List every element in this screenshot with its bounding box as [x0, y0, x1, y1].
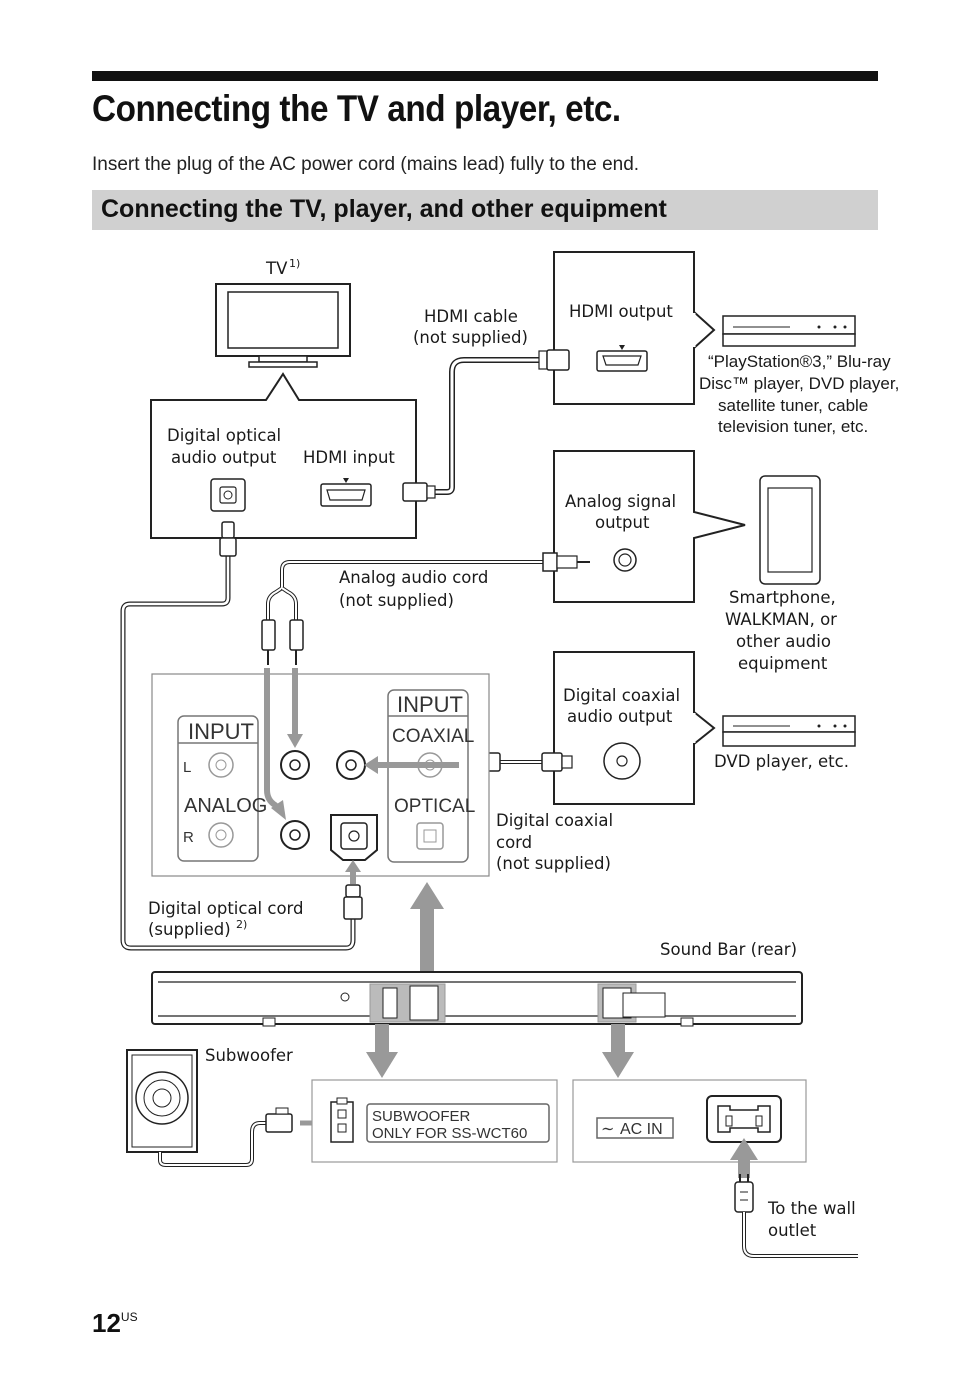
hdmi-plug-player	[538, 349, 570, 371]
subwoofer-port-label-2: ONLY FOR SS-WCT60	[372, 1125, 527, 1142]
page-number-value: 12	[92, 1308, 121, 1338]
panel-input2-label: INPUT	[397, 692, 463, 717]
panel-analog-label: ANALOG	[184, 795, 267, 817]
section-heading: Connecting the TV, player, and other equ…	[101, 195, 667, 223]
player-label-3: satellite tuner, cable	[718, 396, 868, 415]
page-number: 12US	[92, 1308, 138, 1339]
tv-label: TV	[265, 259, 288, 278]
mini-plug-icon	[542, 552, 590, 572]
panel-analog-jacks-icon	[208, 750, 366, 850]
subwoofer-label: Subwoofer	[205, 1046, 293, 1065]
subwoofer-icon	[126, 1049, 198, 1153]
hdmi-output-label: HDMI output	[569, 302, 673, 321]
analog-output-box	[553, 450, 746, 603]
blu-ray-player-icon	[722, 315, 856, 347]
rca-plugs-icon	[261, 619, 304, 665]
coaxial-cord-label-1: Digital coaxial	[496, 811, 613, 830]
power-plug-icon	[734, 1174, 754, 1213]
subwoofer-plug-icon	[265, 1107, 293, 1133]
panel-r-label: R	[183, 829, 194, 846]
panel-optical-label: OPTICAL	[394, 796, 475, 817]
coaxial-output-label-1: Digital coaxial	[563, 686, 680, 705]
smartphone-label-2: WALKMAN, or	[725, 610, 837, 629]
dvd-label: DVD player, etc.	[714, 752, 849, 771]
tv-hdmi-input-label: HDMI input	[303, 448, 395, 467]
optical-cord-footnote: 2)	[236, 918, 247, 931]
tv-optical-label-2: audio output	[171, 448, 277, 467]
wall-outlet-label-1: To the wall	[767, 1199, 856, 1218]
coaxial-output-box	[553, 651, 695, 805]
player-label-2: Disc™ player, DVD player,	[699, 374, 899, 393]
smartphone-label-1: Smartphone,	[729, 588, 836, 607]
tv-optical-label-1: Digital optical	[167, 426, 281, 445]
optical-cord-label-2: (supplied)	[148, 920, 231, 939]
analog-jack-icon	[613, 548, 637, 572]
hdmi-cable-label-1: HDMI cable	[424, 307, 518, 326]
coaxial-jack-icon	[603, 742, 641, 780]
wall-outlet-label-2: outlet	[768, 1221, 817, 1240]
optical-plug-icon	[219, 521, 363, 920]
header-rule	[92, 71, 878, 81]
ac-in-symbol: ∼	[601, 1121, 614, 1138]
hdmi-cable-label-2: (not supplied)	[413, 328, 528, 347]
dvd-player-icon	[722, 715, 856, 747]
page-number-suffix: US	[120, 1310, 138, 1324]
analog-output-label-2: output	[595, 513, 650, 532]
smartphone-icon	[759, 475, 821, 585]
player-label-1: “PlayStation®3,” Blu-ray	[708, 352, 891, 371]
smartphone-label-3: other audio	[736, 632, 831, 651]
ac-inlet-icon	[706, 1095, 782, 1143]
section-heading-bar: Connecting the TV, player, and other equ…	[92, 190, 878, 230]
panel-arrows	[264, 668, 459, 815]
soundbar-label: Sound Bar (rear)	[660, 940, 797, 959]
ac-in-label: AC IN	[620, 1121, 663, 1138]
analog-cord-label-2: (not supplied)	[339, 591, 454, 610]
analog-cord-label-1: Analog audio cord	[339, 568, 488, 587]
tv-icon	[215, 283, 351, 368]
hdmi-output-box	[553, 251, 695, 405]
coaxial-output-label-2: audio output	[567, 707, 673, 726]
coaxial-cord-label-3: (not supplied)	[496, 854, 611, 873]
tv-footnote: 1)	[289, 257, 300, 270]
optical-port-icon	[210, 478, 246, 512]
subwoofer-port-icon	[330, 1097, 354, 1143]
panel-coaxial-label: COAXIAL	[392, 726, 474, 747]
optical-cord-label-1: Digital optical cord	[148, 899, 304, 918]
smartphone-label-4: equipment	[738, 654, 828, 673]
page-title: Connecting the TV and player, etc.	[92, 88, 621, 129]
panel-input-label: INPUT	[188, 719, 254, 744]
intro-text: Insert the plug of the AC power cord (ma…	[92, 154, 640, 175]
hdmi-plug-tv	[402, 482, 436, 502]
subwoofer-port-label-1: SUBWOOFER	[372, 1108, 471, 1125]
analog-output-label-1: Analog signal	[565, 492, 676, 511]
hdmi-output-port-icon	[596, 345, 648, 372]
coaxial-cord-label-2: cord	[496, 833, 532, 852]
hdmi-port-icon	[320, 478, 372, 507]
soundbar-icon	[151, 971, 803, 1027]
panel-l-label: L	[183, 759, 191, 776]
player-label-4: television tuner, etc.	[718, 417, 868, 436]
